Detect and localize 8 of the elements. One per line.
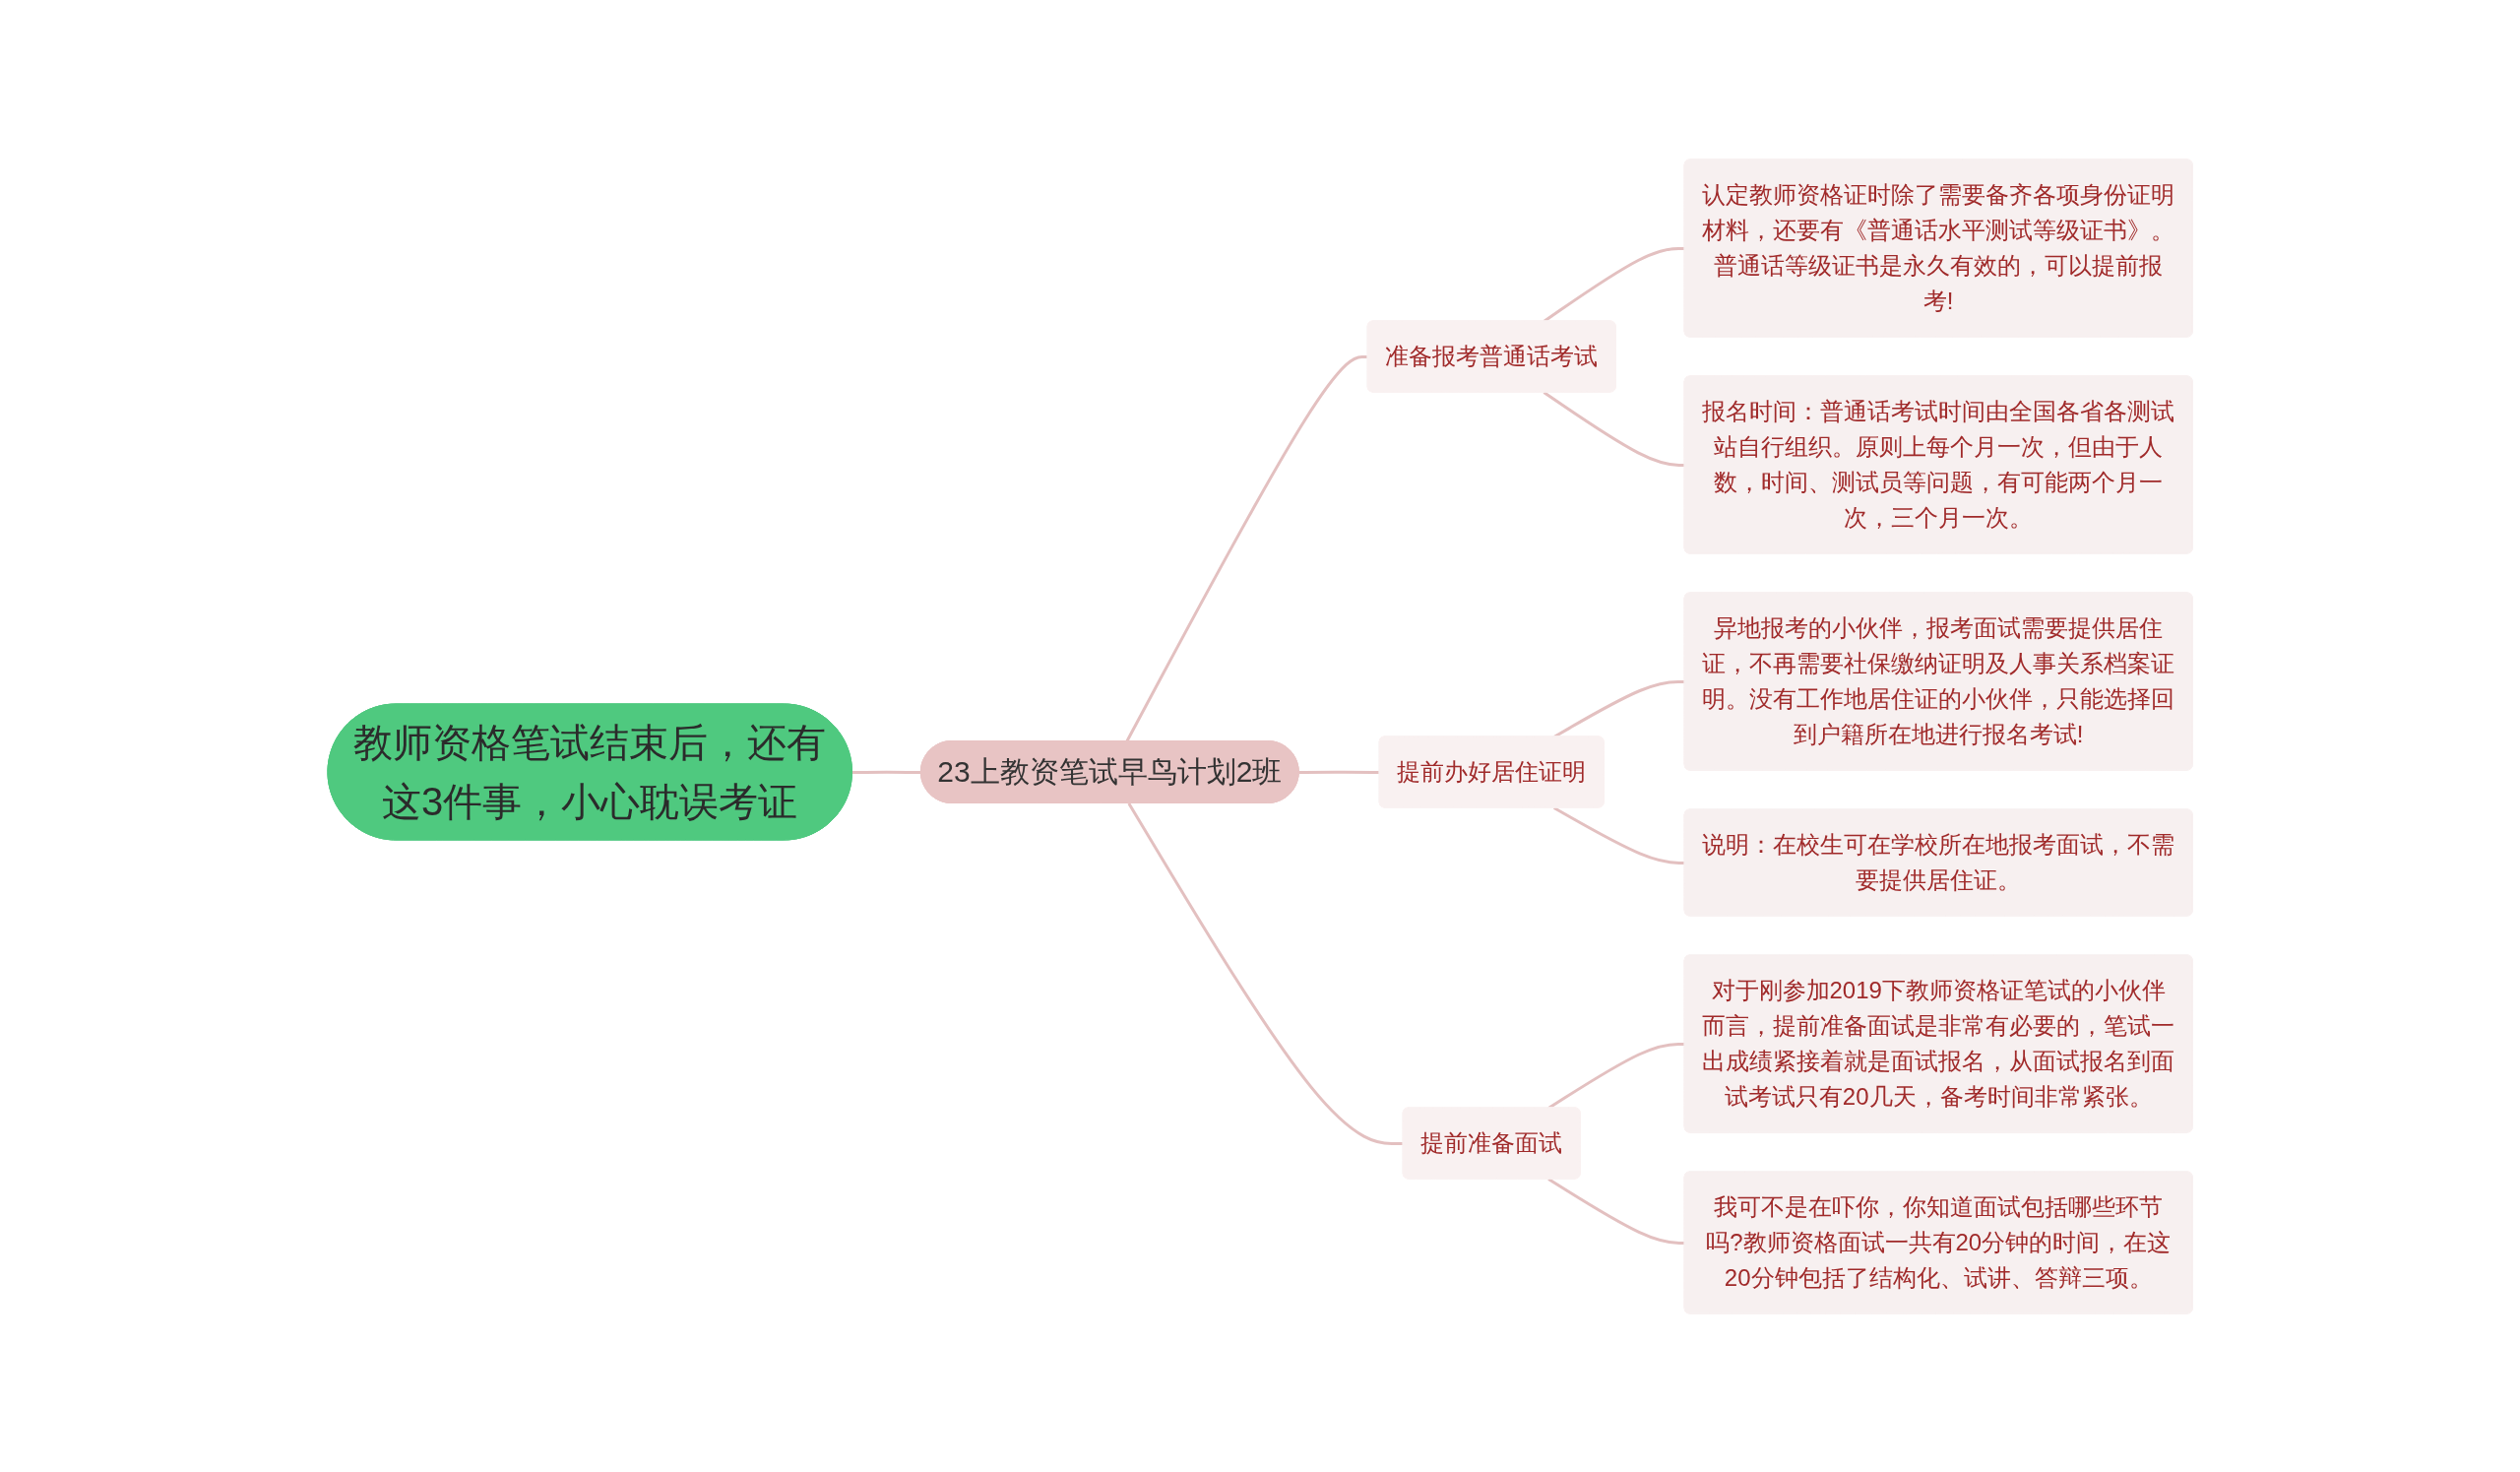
mind-map: 教师资格笔试结束后，还有这3件事，小心耽误考证 23上教资笔试早鸟计划2班 准备报考普通话考试 认定教师资格证时除了需要备齐各项身份证明材料，还要有《普通话水平测试等级证书》。普通话等级证书是永久有效的，可以提前报考! 报名时间：普通话考试时间由全国各省各测试站自行组织。原则上每个月一次，但由于人数，时间、测试员等问题，有可能两个月一次，三个月一次。 提前办好居住证明 异地报考的小伙伴，报考面试需要提供居住证，不再需要社保缴纳证明及人事关系档案证明。没有工作地居住证的小伙伴，只能选择回到户籍所在地进行报名考试! 说明：在校生可在学校所在地报考面试，不需要提供居住证。 提前准备面试 对于刚参加2019下教师资格证笔试的小伙伴而言，提前准备面试是非常有必要的，笔试一出成绩紧接着就是面试报名，从面试报名到面试考试只有20几天，备考时间非常紧张。 我可不是在吓你，你知道面试包括哪些环节吗?教师资格面试一共有20分钟的时间，在这20分钟包括了结构化、试讲、答辩三项。 [319, 27, 2201, 1445]
connector [1547, 1177, 1685, 1245]
connector [1552, 805, 1685, 864]
connector [1298, 770, 1380, 774]
connector [1127, 801, 1404, 1145]
connector [1125, 354, 1368, 742]
connector [851, 770, 921, 774]
connector [1543, 390, 1685, 467]
